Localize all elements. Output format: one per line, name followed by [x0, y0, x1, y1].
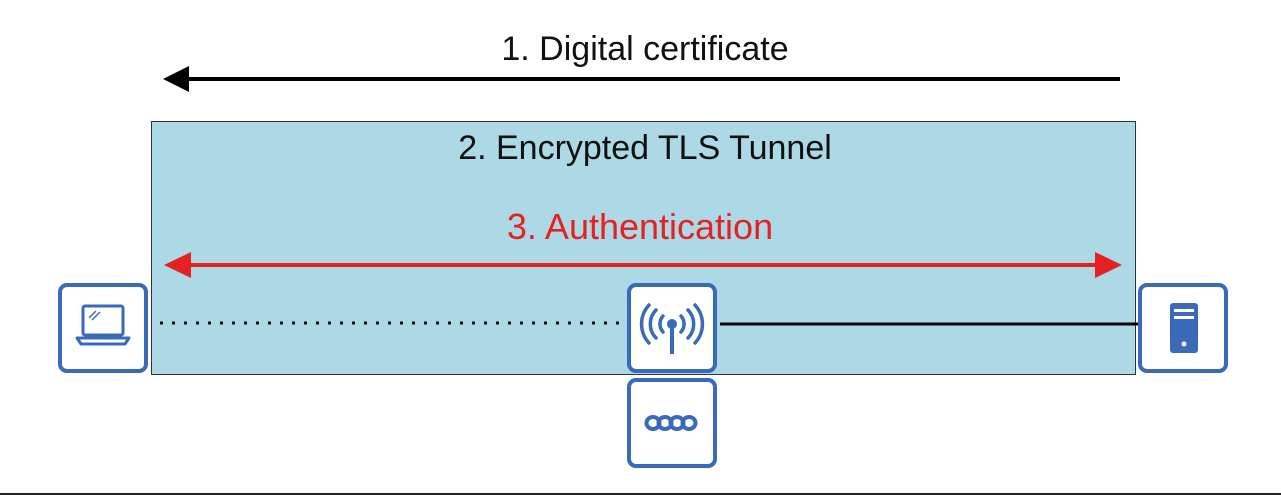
wireless-access-point-icon	[639, 303, 705, 354]
switch-device[interactable]	[627, 378, 717, 468]
client-laptop-device[interactable]	[58, 283, 148, 373]
server-icon	[1170, 303, 1198, 353]
laptop-icon	[75, 304, 131, 346]
authentication-label: 3. Authentication	[506, 206, 774, 247]
certificate-arrow	[163, 66, 1120, 92]
authentication-arrow	[164, 252, 1122, 278]
authentication-server-device[interactable]	[1138, 283, 1228, 373]
digital-certificate-label: 1. Digital certificate	[501, 30, 789, 68]
bottom-divider	[0, 493, 1281, 495]
switch-icon	[644, 415, 698, 431]
tls-tunnel-label: 2. Encrypted TLS Tunnel	[458, 129, 832, 167]
access-point-device[interactable]	[627, 283, 717, 373]
